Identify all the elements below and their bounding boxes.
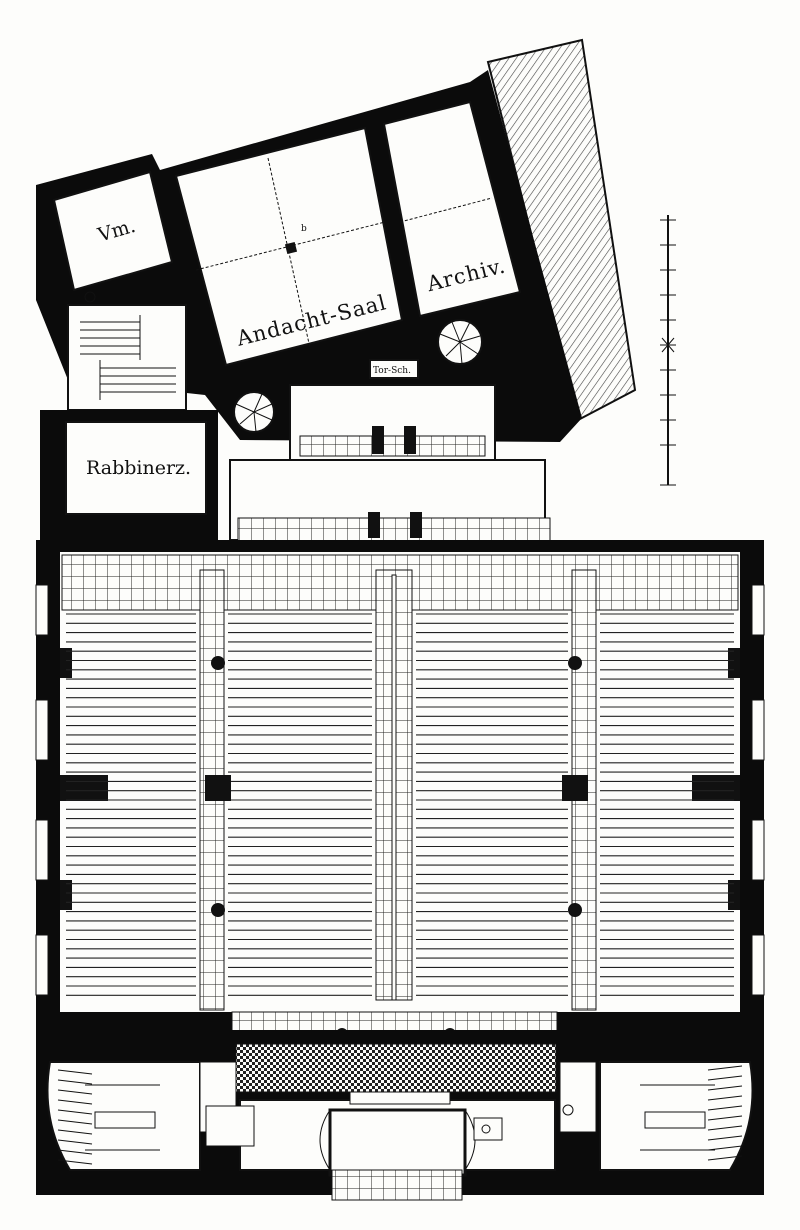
bema-pier-left (368, 512, 380, 538)
tor-sch-label: Tor-Sch. (373, 366, 411, 376)
vestibule-pier-left (372, 426, 384, 454)
vm-room (52, 170, 174, 292)
small-round-fixture (84, 291, 96, 303)
vestibule-steps (299, 435, 486, 457)
archiv-vault-line (399, 197, 493, 223)
stair-tower-right (599, 1061, 754, 1171)
andacht-saal-vault-lines (195, 157, 386, 349)
bench-rows (66, 613, 734, 996)
bema-steps (237, 517, 551, 545)
spiral-stair-left (233, 391, 275, 433)
bema-pier-right (410, 512, 422, 538)
tor-sch-box (369, 359, 419, 379)
entrance-small-rooms (199, 1061, 597, 1147)
stair-tower-left (46, 1061, 201, 1171)
side-stair-room (67, 304, 187, 411)
hall-windows (35, 584, 765, 996)
archiv-room (382, 100, 522, 318)
side-stair-treads (80, 315, 176, 400)
rabbinerz-room (65, 421, 207, 515)
vestibule-pier-right (404, 426, 416, 454)
hall-aisles (61, 554, 739, 1011)
entrance-vestibule-floor (235, 1043, 557, 1093)
rabbinerz-label: Rabbinerz. (86, 457, 191, 479)
mark-b: b (301, 224, 307, 234)
scale-bar (660, 215, 676, 486)
central-porch (239, 1091, 556, 1201)
spiral-stair-right (437, 319, 483, 365)
hall-pilasters (60, 648, 740, 910)
hall-columns (205, 656, 588, 917)
